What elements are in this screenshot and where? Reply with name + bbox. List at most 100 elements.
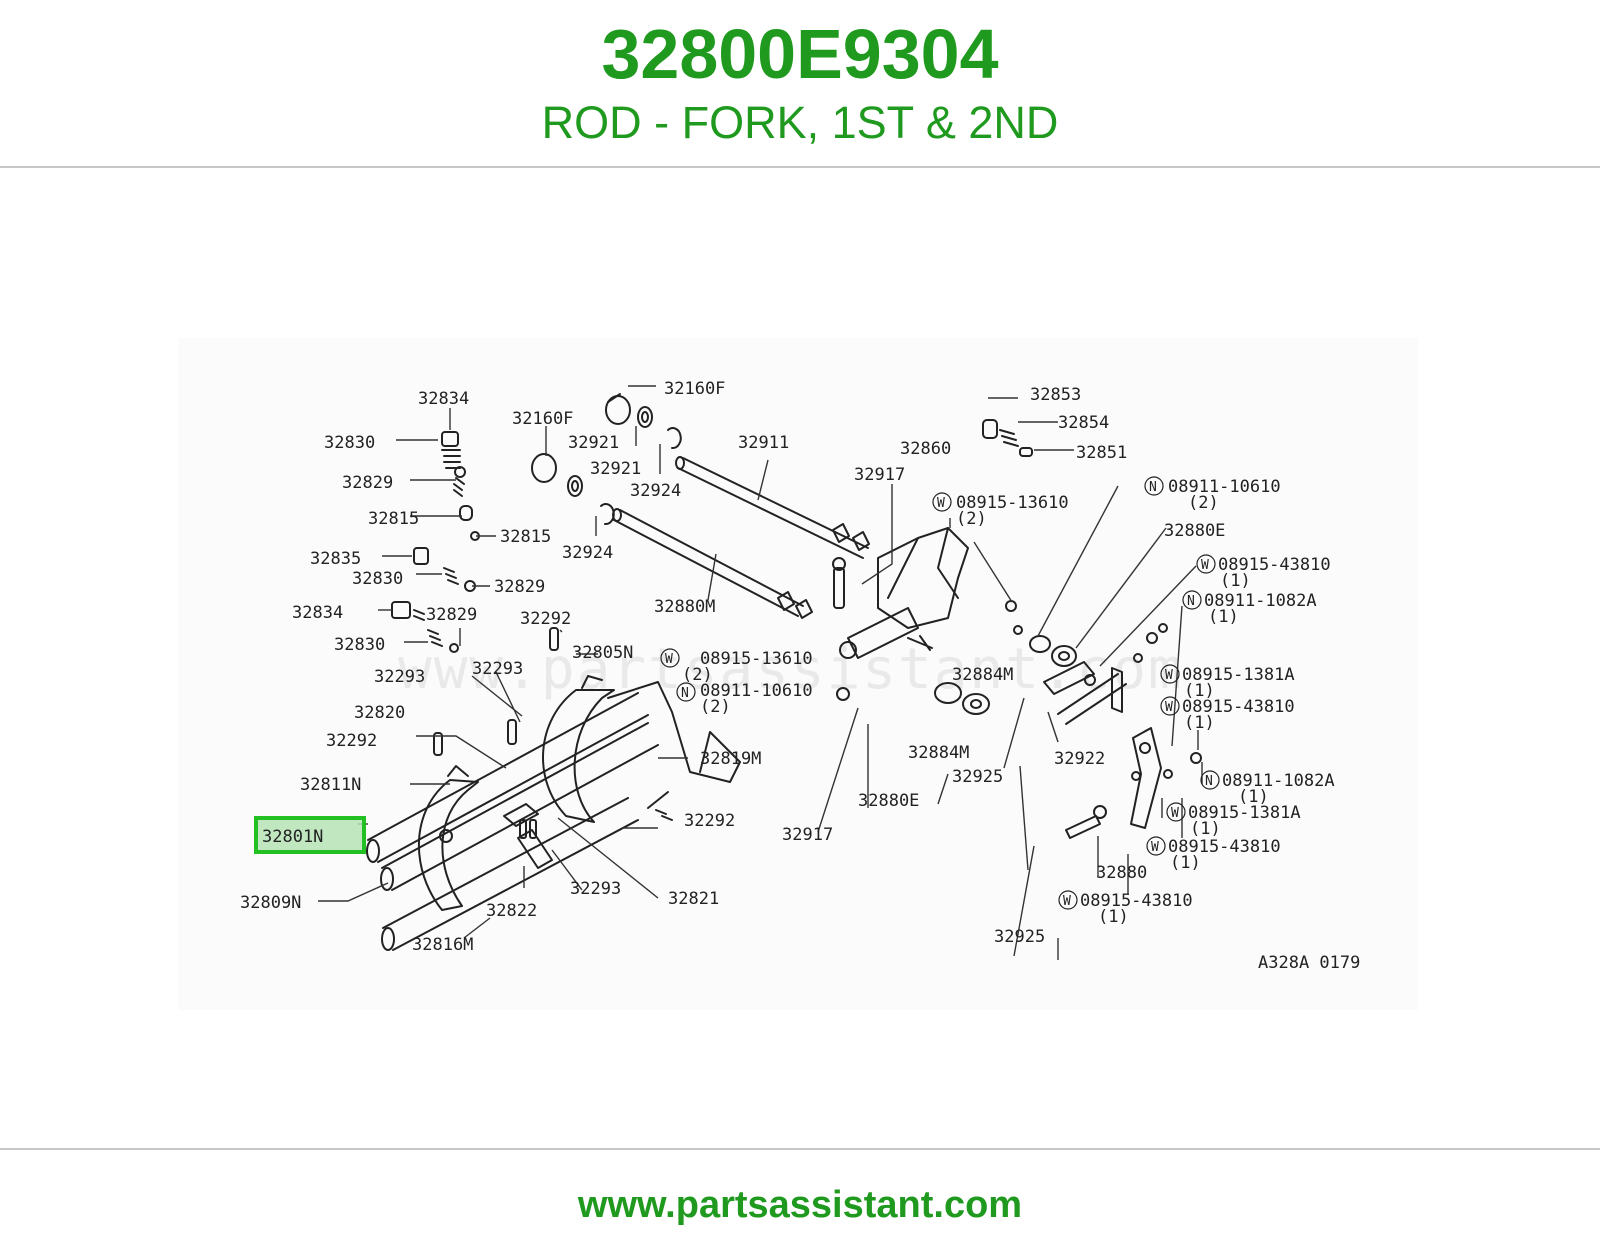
- callout-label: 08915-43810: [1218, 555, 1331, 575]
- callout-label: 32292: [684, 811, 735, 831]
- highlighted-part-label: 32801N: [262, 827, 323, 847]
- callout-label: 32917: [854, 465, 905, 485]
- symbol-w: W: [1146, 836, 1166, 856]
- symbol-w: W: [932, 492, 952, 512]
- callout-label: 32829: [494, 577, 545, 597]
- callout-label: 32851: [1076, 443, 1127, 463]
- callout-label: (2): [1188, 493, 1219, 513]
- callout-label: (1): [1190, 819, 1221, 839]
- callout-label: 32921: [568, 433, 619, 453]
- rod-32911: [675, 456, 870, 559]
- callout-label: (1): [1238, 787, 1269, 807]
- callout-label: 08915-43810: [1168, 837, 1281, 857]
- callout-label: 32816M: [412, 935, 473, 955]
- callout-label: 32834: [418, 389, 469, 409]
- svg-text:W: W: [1165, 668, 1173, 683]
- callout-label: (2): [700, 697, 731, 717]
- symbol-w: W: [1196, 554, 1216, 574]
- callout-label: (1): [1184, 681, 1215, 701]
- svg-text:W: W: [1063, 894, 1071, 909]
- symbol-n: N: [1200, 770, 1220, 790]
- callout-label: 32815: [368, 509, 419, 529]
- callout-label: 32819M: [700, 749, 761, 769]
- callout-label: 32292: [326, 731, 377, 751]
- callout-label: 32880E: [858, 791, 919, 811]
- callout-label: (2): [956, 509, 987, 529]
- callout-label: 08911-10610: [700, 681, 813, 701]
- callout-label: 08915-13610: [700, 649, 813, 669]
- callout-label: 32924: [562, 543, 613, 563]
- callout-label: 32922: [1054, 749, 1105, 769]
- callout-label: 32829: [426, 605, 477, 625]
- callout-label: 32821: [668, 889, 719, 909]
- callout-label: 32925: [952, 767, 1003, 787]
- svg-text:N: N: [1187, 594, 1195, 609]
- callout-label: 32809N: [240, 893, 301, 913]
- drawing-code: A328A 0179: [1258, 953, 1360, 973]
- callout-label: (1): [1098, 907, 1129, 927]
- callout-label: 32820: [354, 703, 405, 723]
- highlight-box: [254, 816, 366, 854]
- callout-label: 32880: [1096, 863, 1147, 883]
- part-name-subtitle: ROD - FORK, 1ST & 2ND: [541, 97, 1059, 148]
- header-divider: [0, 166, 1600, 168]
- callout-label: (1): [1184, 713, 1215, 733]
- callout-label: 32835: [310, 549, 361, 569]
- callout-label: 32811N: [300, 775, 361, 795]
- callout-label: 32884M: [908, 743, 969, 763]
- callout-label: 32834: [292, 603, 343, 623]
- svg-text:W: W: [1201, 558, 1209, 573]
- callout-label: 32822: [486, 901, 537, 921]
- callout-label: 32829: [342, 473, 393, 493]
- footer-url-link[interactable]: www.partsassistant.com: [577, 1184, 1023, 1226]
- footer-divider: [0, 1148, 1600, 1150]
- plug-spring-stack: [391, 431, 480, 653]
- callout-label: 32815: [500, 527, 551, 547]
- symbol-w: W: [1160, 664, 1180, 684]
- symbol-w: W: [1160, 696, 1180, 716]
- shift-forks: [417, 627, 741, 911]
- svg-text:W: W: [665, 652, 673, 667]
- callout-label: 32854: [1058, 413, 1109, 433]
- callout-label: 08911-1082A: [1222, 771, 1335, 791]
- callout-label: (1): [1170, 853, 1201, 873]
- drawing-artwork: [366, 393, 1202, 951]
- svg-text:W: W: [1171, 806, 1179, 821]
- callout-label: 32880E: [1164, 521, 1225, 541]
- callout-label: 08915-43810: [1080, 891, 1193, 911]
- callout-label: 32917: [782, 825, 833, 845]
- callout-label: (2): [682, 665, 713, 685]
- parts-diagram: www.partsassistant.com: [178, 338, 1418, 1010]
- part-number-title: 32800E9304: [601, 15, 999, 93]
- svg-text:W: W: [1165, 700, 1173, 715]
- callout-label: 08915-43810: [1182, 697, 1295, 717]
- callout-label: 08915-1381A: [1182, 665, 1295, 685]
- callout-label: 32884M: [952, 665, 1013, 685]
- callout-label: 32830: [324, 433, 375, 453]
- callout-label: 32160F: [512, 409, 573, 429]
- callout-label: 08911-1082A: [1204, 591, 1317, 611]
- callout-label: 08915-1381A: [1188, 803, 1301, 823]
- symbol-n: N: [676, 682, 696, 702]
- callout-label: 32293: [472, 659, 523, 679]
- callout-label: 32925: [994, 927, 1045, 947]
- svg-text:N: N: [1149, 480, 1157, 495]
- caps-and-clips: [531, 393, 682, 526]
- symbol-w: W: [1166, 802, 1186, 822]
- callout-label: 32880M: [654, 597, 715, 617]
- symbol-n: N: [1144, 476, 1164, 496]
- svg-text:W: W: [1151, 840, 1159, 855]
- callout-label: 08915-13610: [956, 493, 1069, 513]
- callout-label: 32160F: [664, 379, 725, 399]
- callout-label: 32292: [520, 609, 571, 629]
- callout-labels: 32834 32830 32829 32815 32815 32835 3283…: [240, 379, 1360, 973]
- callout-label: 32805N: [572, 643, 633, 663]
- symbol-w: W: [1058, 890, 1078, 910]
- callout-label: (1): [1220, 571, 1251, 591]
- symbol-n: N: [1182, 590, 1202, 610]
- callout-label: 32830: [334, 635, 385, 655]
- callout-label: 32860: [900, 439, 951, 459]
- callout-label: 32830: [352, 569, 403, 589]
- callout-label: 32293: [374, 667, 425, 687]
- callout-label: 08911-10610: [1168, 477, 1281, 497]
